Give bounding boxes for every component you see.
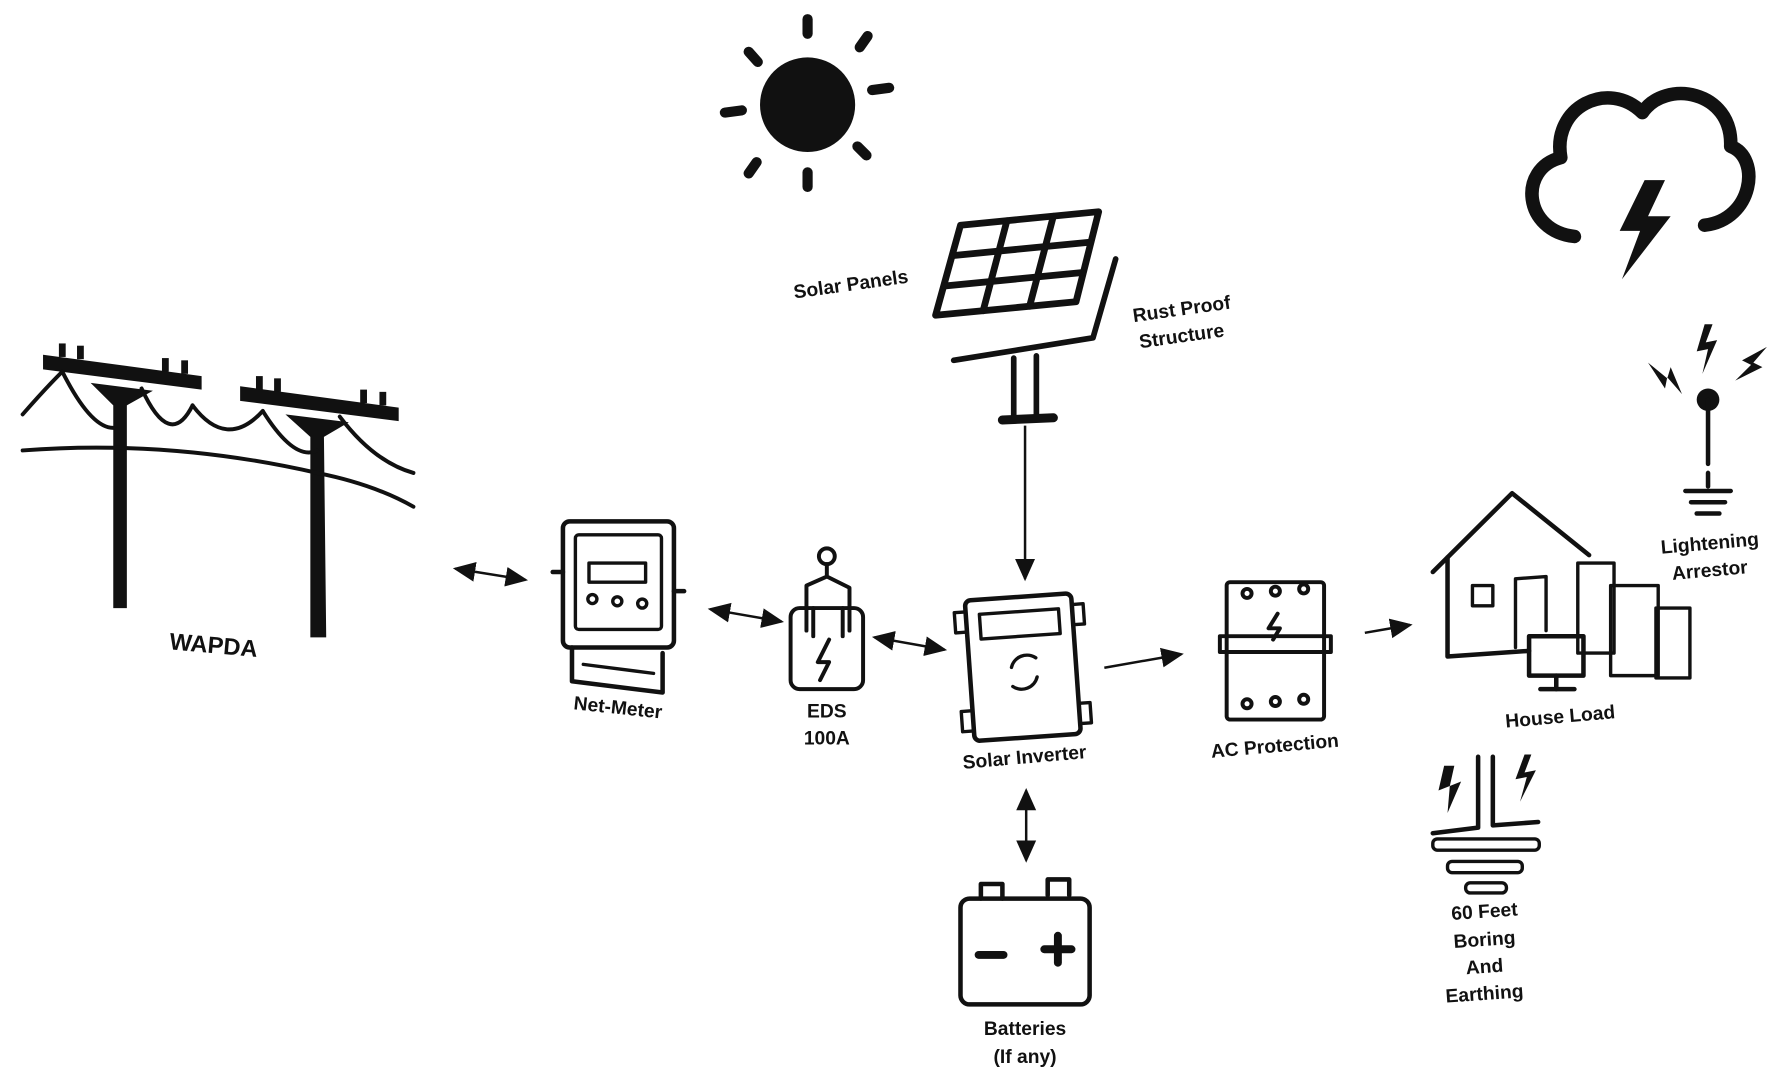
ac-protection-label: AC Protection — [1210, 731, 1340, 763]
flow-arrows — [452, 425, 1413, 863]
batteries-label-line1: Batteries — [984, 1019, 1066, 1040]
arrow-grid-meter — [452, 562, 529, 587]
structure-label-line2: Structure — [1138, 321, 1226, 354]
arrow-ac-house — [1364, 618, 1413, 639]
earthing-label-line2: Boring — [1453, 928, 1516, 953]
inverter-label: Solar Inverter — [962, 742, 1088, 774]
arrestor-label-line1: Lightening — [1660, 529, 1760, 558]
solar-panel-icon — [932, 208, 1119, 425]
eds-label-line2: 100A — [804, 728, 850, 749]
arrow-eds-inverter — [871, 631, 948, 657]
solar-inverter-icon — [952, 591, 1094, 743]
sun-icon — [719, 14, 895, 192]
utility-poles-icon — [20, 343, 416, 638]
earthing-label-line1: 60 Feet — [1451, 899, 1519, 925]
arrow-meter-eds — [707, 602, 784, 628]
earthing-label-line3: And — [1465, 956, 1504, 979]
lightning-arrestor-icon — [1648, 324, 1767, 516]
solar-panels-label: Solar Panels — [792, 267, 909, 304]
earthing-icon — [1430, 754, 1541, 895]
earthing-label-line4: Earthing — [1445, 981, 1524, 1007]
battery-icon — [958, 877, 1092, 1007]
arrestor-label-line2: Arrestor — [1671, 557, 1749, 584]
ac-breaker-icon — [1217, 580, 1333, 722]
storm-cloud-icon — [1525, 86, 1756, 280]
eds-label-line1: EDS — [807, 701, 847, 722]
arrow-inverter-ac — [1104, 647, 1184, 669]
batteries-label-line2: (If any) — [994, 1047, 1057, 1068]
net-meter-icon — [550, 519, 687, 695]
eds-switch-icon — [788, 546, 866, 692]
net-meter-label: Net-Meter — [573, 693, 664, 723]
house-load-label: House Load — [1505, 702, 1617, 732]
wapda-label: WAPDA — [168, 629, 258, 662]
house-load-icon — [1430, 490, 1692, 692]
